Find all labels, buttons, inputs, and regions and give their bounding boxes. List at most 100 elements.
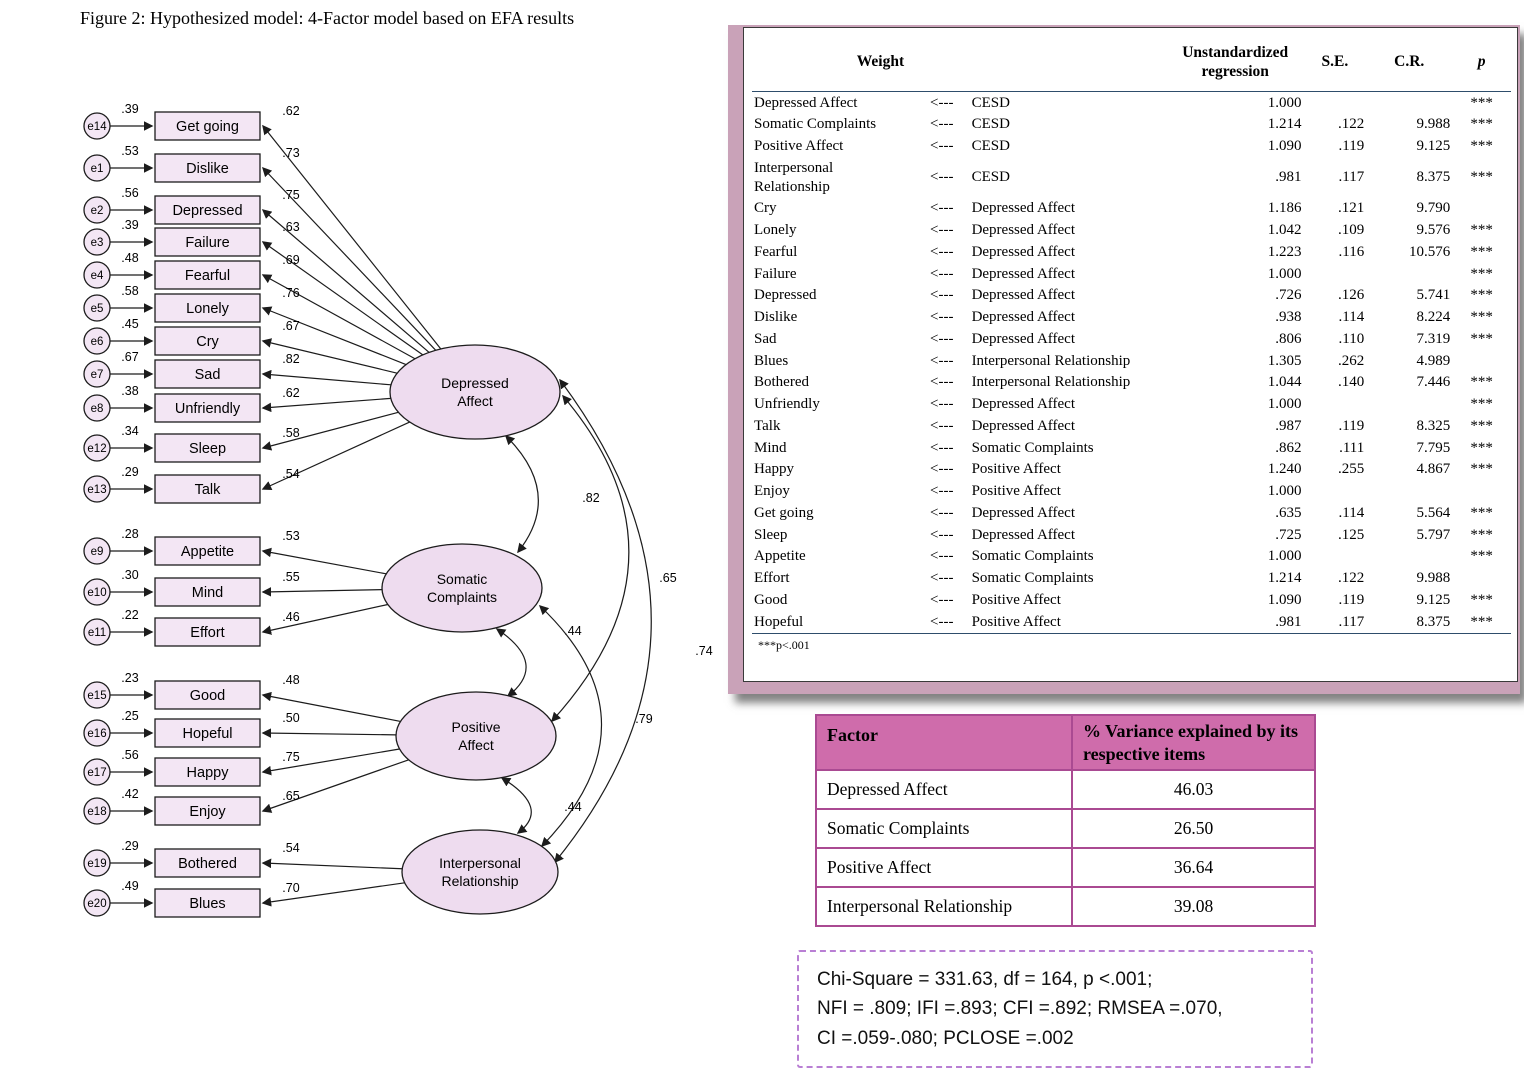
weights-cr bbox=[1366, 92, 1452, 114]
item-box bbox=[154, 888, 261, 918]
weights-p bbox=[1452, 568, 1511, 590]
item-variance-value: .48 bbox=[121, 251, 138, 265]
weights-estimate: 1.186 bbox=[1267, 200, 1302, 217]
weights-predictor: Depressed Affect bbox=[971, 222, 1075, 239]
weights-se: .255 bbox=[1337, 461, 1365, 478]
weights-p: *** bbox=[1470, 265, 1493, 282]
item-variance-value: .39 bbox=[121, 102, 138, 116]
error-term-label: e12 bbox=[87, 443, 106, 455]
loading-value: .62 bbox=[282, 104, 299, 118]
error-term-label: e8 bbox=[91, 403, 104, 415]
loading-arrow bbox=[261, 241, 424, 356]
weights-se bbox=[1304, 92, 1367, 114]
variance-row: Somatic Complaints 26.50 bbox=[815, 808, 1316, 849]
variance-table: Factor % Variance explained by its respe… bbox=[815, 714, 1316, 927]
error-term-label: e9 bbox=[91, 546, 104, 558]
item-label: Mind bbox=[192, 585, 223, 601]
weights-se: .122 bbox=[1337, 116, 1365, 133]
weights-predictor: CESD bbox=[971, 94, 1010, 111]
weights-predictor: Positive Affect bbox=[971, 483, 1061, 500]
loading-value: .82 bbox=[282, 352, 299, 366]
weights-estimate: 1.090 bbox=[1267, 591, 1302, 608]
error-term-label: e17 bbox=[87, 767, 106, 779]
weights-predictor: Positive Affect bbox=[971, 613, 1061, 630]
item-variance-value: .29 bbox=[121, 465, 138, 479]
weights-estimate: 1.214 bbox=[1267, 116, 1302, 133]
weights-arrow: <--- bbox=[930, 138, 954, 155]
weights-predictor: Somatic Complaints bbox=[971, 548, 1094, 565]
weights-se: .117 bbox=[1338, 169, 1365, 186]
weights-arrow: <--- bbox=[930, 504, 954, 521]
correlation-path bbox=[504, 434, 539, 554]
weights-dependent: Good bbox=[754, 591, 788, 608]
regression-weights-panel: Weight Unstandardized regression S.E. C.… bbox=[728, 25, 1520, 694]
weights-arrow: <--- bbox=[930, 613, 954, 630]
weights-predictor: Depressed Affect bbox=[971, 243, 1075, 260]
loading-arrow bbox=[261, 691, 401, 722]
weights-predictor: Depressed Affect bbox=[971, 309, 1075, 326]
item-box bbox=[154, 680, 261, 710]
factor-ellipse bbox=[401, 829, 559, 915]
weights-cr: 7.795 bbox=[1416, 439, 1451, 456]
weights-estimate: 1.305 bbox=[1267, 352, 1302, 369]
weights-arrow: <--- bbox=[930, 483, 954, 500]
col-header-p: p bbox=[1477, 53, 1486, 71]
weights-dependent: Enjoy bbox=[754, 483, 790, 500]
weights-predictor: Depressed Affect bbox=[971, 417, 1075, 434]
factor-label: Relationship bbox=[441, 873, 518, 889]
weights-p bbox=[1452, 481, 1511, 503]
factor-label: Interpersonal bbox=[439, 855, 521, 871]
weights-predictor: Depressed Affect bbox=[971, 287, 1075, 304]
weights-dependent: Unfriendly bbox=[754, 396, 820, 413]
loading-value: .75 bbox=[282, 188, 299, 202]
correlation-path bbox=[500, 777, 532, 834]
weights-dependent: Dislike bbox=[754, 309, 798, 326]
error-term-label: e16 bbox=[87, 728, 106, 740]
loading-arrow bbox=[261, 748, 400, 776]
weights-p: *** bbox=[1470, 613, 1493, 630]
weights-arrow: <--- bbox=[930, 417, 954, 434]
weights-cr: 7.319 bbox=[1416, 330, 1451, 347]
loading-value: .53 bbox=[282, 529, 299, 543]
factor-label: Positive bbox=[451, 719, 500, 735]
loading-value: .48 bbox=[282, 673, 299, 687]
weights-arrow: <--- bbox=[930, 396, 954, 413]
weights-p: *** bbox=[1470, 504, 1493, 521]
weights-estimate: .981 bbox=[1275, 613, 1302, 630]
weights-arrow: <--- bbox=[930, 309, 954, 326]
weights-cr: 8.224 bbox=[1416, 309, 1451, 326]
item-label: Fearful bbox=[185, 268, 230, 284]
item-label: Unfriendly bbox=[175, 401, 241, 417]
item-label: Sad bbox=[195, 367, 221, 383]
weights-p: *** bbox=[1470, 548, 1493, 565]
item-variance-value: .39 bbox=[121, 218, 138, 232]
weights-arrow: <--- bbox=[930, 116, 954, 133]
weights-arrow: <--- bbox=[930, 591, 954, 608]
weights-arrow: <--- bbox=[930, 169, 954, 186]
weights-predictor: Positive Affect bbox=[971, 591, 1061, 608]
weights-predictor: Depressed Affect bbox=[971, 265, 1075, 282]
weights-cr: 9.125 bbox=[1416, 138, 1451, 155]
error-term-label: e1 bbox=[91, 163, 104, 175]
weights-se bbox=[1304, 481, 1367, 503]
weights-arrow: <--- bbox=[930, 200, 954, 217]
weights-dependent: Depressed Affect bbox=[754, 94, 858, 111]
variance-factor: Depressed Affect bbox=[815, 769, 1073, 810]
weights-p: *** bbox=[1470, 439, 1493, 456]
item-variance-value: .56 bbox=[121, 186, 138, 200]
weights-dependent: Depressed bbox=[754, 287, 817, 304]
weights-se: .117 bbox=[1338, 613, 1365, 630]
correlation-path bbox=[495, 628, 527, 697]
error-term-label: e7 bbox=[91, 369, 104, 381]
weights-dependent: Happy bbox=[754, 461, 794, 478]
weights-dependent: Bothered bbox=[754, 374, 809, 391]
weights-predictor: Depressed Affect bbox=[971, 200, 1075, 217]
